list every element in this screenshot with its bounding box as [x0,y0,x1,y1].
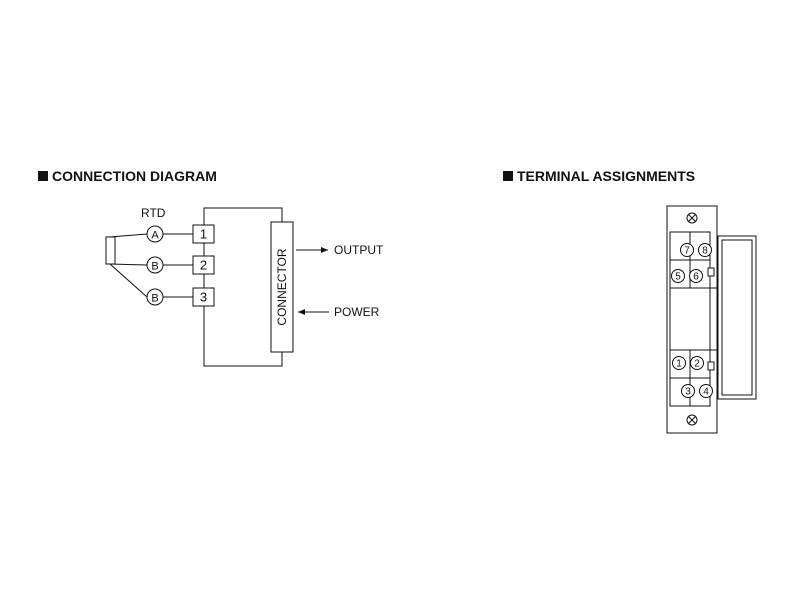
module-outline [203,207,283,367]
terminal-number-2: 2 [694,359,700,370]
terminal-box-3 [192,287,215,307]
terminal-number-4: 4 [703,387,709,398]
terminal-box-1 [192,224,215,244]
terminal-box-2 [192,255,215,275]
connector-block [270,221,294,353]
wire-label-b2: B [151,293,158,305]
rtd-label: RTD [141,206,166,220]
power-label: POWER [334,305,380,319]
side-housing-inner [721,239,753,396]
terminal-circle-1 [672,356,686,370]
connection-diagram [105,207,329,367]
top-screw-icon [686,212,698,224]
bullet-square-icon [503,171,513,181]
terminal-assignments-title: TERMINAL ASSIGNMENTS [517,168,696,184]
terminal-number-7: 7 [684,246,690,257]
terminal-number-5: 5 [675,272,681,283]
connection-diagram-heading: CONNECTION DIAGRAM [38,168,217,184]
terminal-circle-6 [689,269,703,283]
wire-b2-circle [146,288,164,306]
terminal-circle-3 [681,384,695,398]
wire-a-circle [146,225,164,243]
terminal-plate [666,205,718,434]
terminal-circle-8 [698,243,712,257]
bullet-square-icon [38,171,48,181]
terminal-number-3: 3 [685,387,691,398]
connection-diagram-labels: RTD A B B 1 2 3 CONNECTOR OUTPUT POWER [141,206,384,326]
terminal-circle-4 [699,384,713,398]
connection-diagram-title: CONNECTION DIAGRAM [52,168,217,184]
terminal-label-1: 1 [200,227,207,242]
terminal-number-1: 1 [676,359,682,370]
terminal-assignments-heading: TERMINAL ASSIGNMENTS [503,168,695,184]
rtd-resistor [105,236,116,265]
terminal-circle-2 [690,356,704,370]
terminal-assignments-labels: 7 8 5 6 1 2 3 4 [675,246,709,398]
wire-label-a: A [151,230,159,242]
terminal-label-3: 3 [200,290,207,305]
wire-label-b: B [151,261,158,273]
terminal-number-8: 8 [702,246,708,257]
bottom-screw-icon [686,414,698,426]
terminal-assignments-diagram [666,205,757,434]
connector-label: CONNECTOR [275,248,289,325]
output-label: OUTPUT [334,243,384,257]
terminal-label-2: 2 [200,258,207,273]
side-housing [717,235,757,400]
terminal-circle-5 [671,269,685,283]
terminal-circle-7 [680,243,694,257]
wire-b-circle [146,256,164,274]
terminal-number-6: 6 [693,272,699,283]
